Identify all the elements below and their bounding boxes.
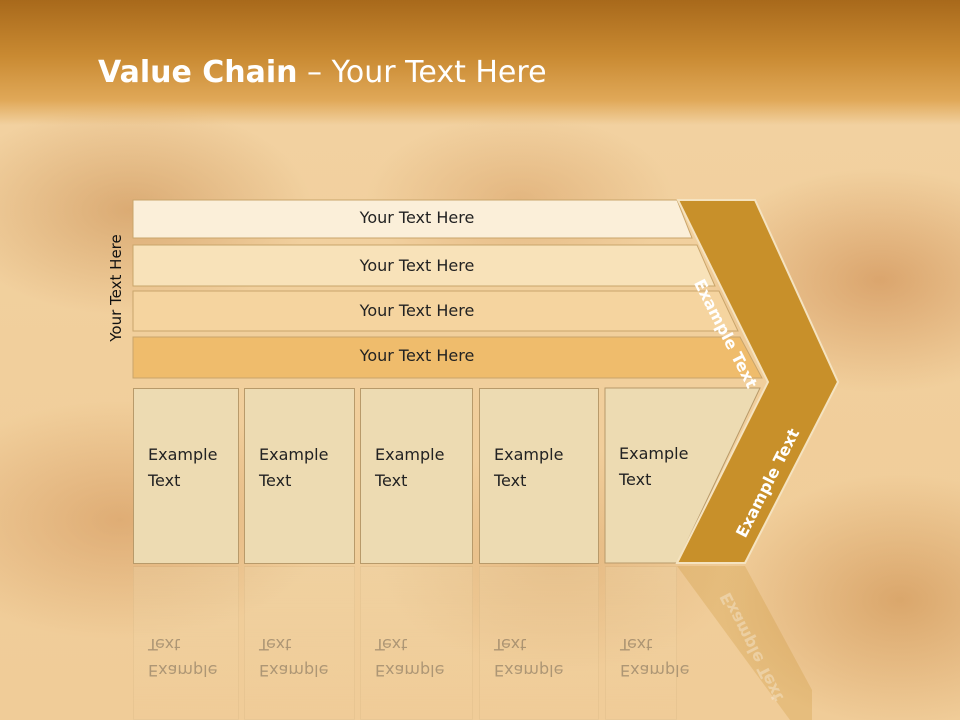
- row-bar-1: [132, 199, 693, 239]
- title-bar: [0, 0, 960, 125]
- row-label-2: Your Text Here: [359, 256, 475, 275]
- reflection-text: Example Text: [148, 635, 218, 680]
- title-rest: – Your Text Here: [297, 55, 547, 90]
- title-bold: Value Chain: [98, 55, 298, 90]
- row-bar-2: [132, 244, 716, 287]
- reflection-text: Example Text: [259, 635, 329, 680]
- activity-box-text: Example Text: [619, 444, 689, 489]
- row-bar-3: [132, 290, 739, 332]
- box-reflection-5: Example Text: [605, 566, 689, 720]
- activity-box-text: Example Text: [148, 445, 218, 490]
- box-reflection-1: Example Text: [133, 566, 239, 720]
- slide-title: Value Chain – Your Text Here: [98, 55, 547, 90]
- activity-box-4: Example Text: [479, 388, 599, 564]
- row-bar-4: [132, 336, 763, 379]
- activity-box-text: Example Text: [494, 445, 564, 490]
- row-label-3: Your Text Here: [359, 301, 475, 320]
- reflection-text: Example Text: [494, 635, 564, 680]
- activity-box-text: Example Text: [259, 445, 329, 490]
- chevron-reflection: [677, 566, 812, 720]
- row-label-1: Your Text Here: [359, 208, 475, 227]
- reflection-text: Example Text: [620, 635, 690, 680]
- box-reflection-2: Example Text: [244, 566, 355, 720]
- activity-box-2: Example Text: [244, 388, 355, 564]
- box-reflection-3: Example Text: [360, 566, 473, 720]
- activity-box-1: Example Text: [133, 388, 239, 564]
- activity-box-3: Example Text: [360, 388, 473, 564]
- box-reflection-4: Example Text: [479, 566, 599, 720]
- activity-box-text: Example Text: [375, 445, 445, 490]
- activity-box-5: Example Text: [605, 388, 715, 564]
- row-label-4: Your Text Here: [359, 346, 475, 365]
- chevron-arrow: [675, 199, 840, 564]
- reflection-text: Example Text: [375, 635, 445, 680]
